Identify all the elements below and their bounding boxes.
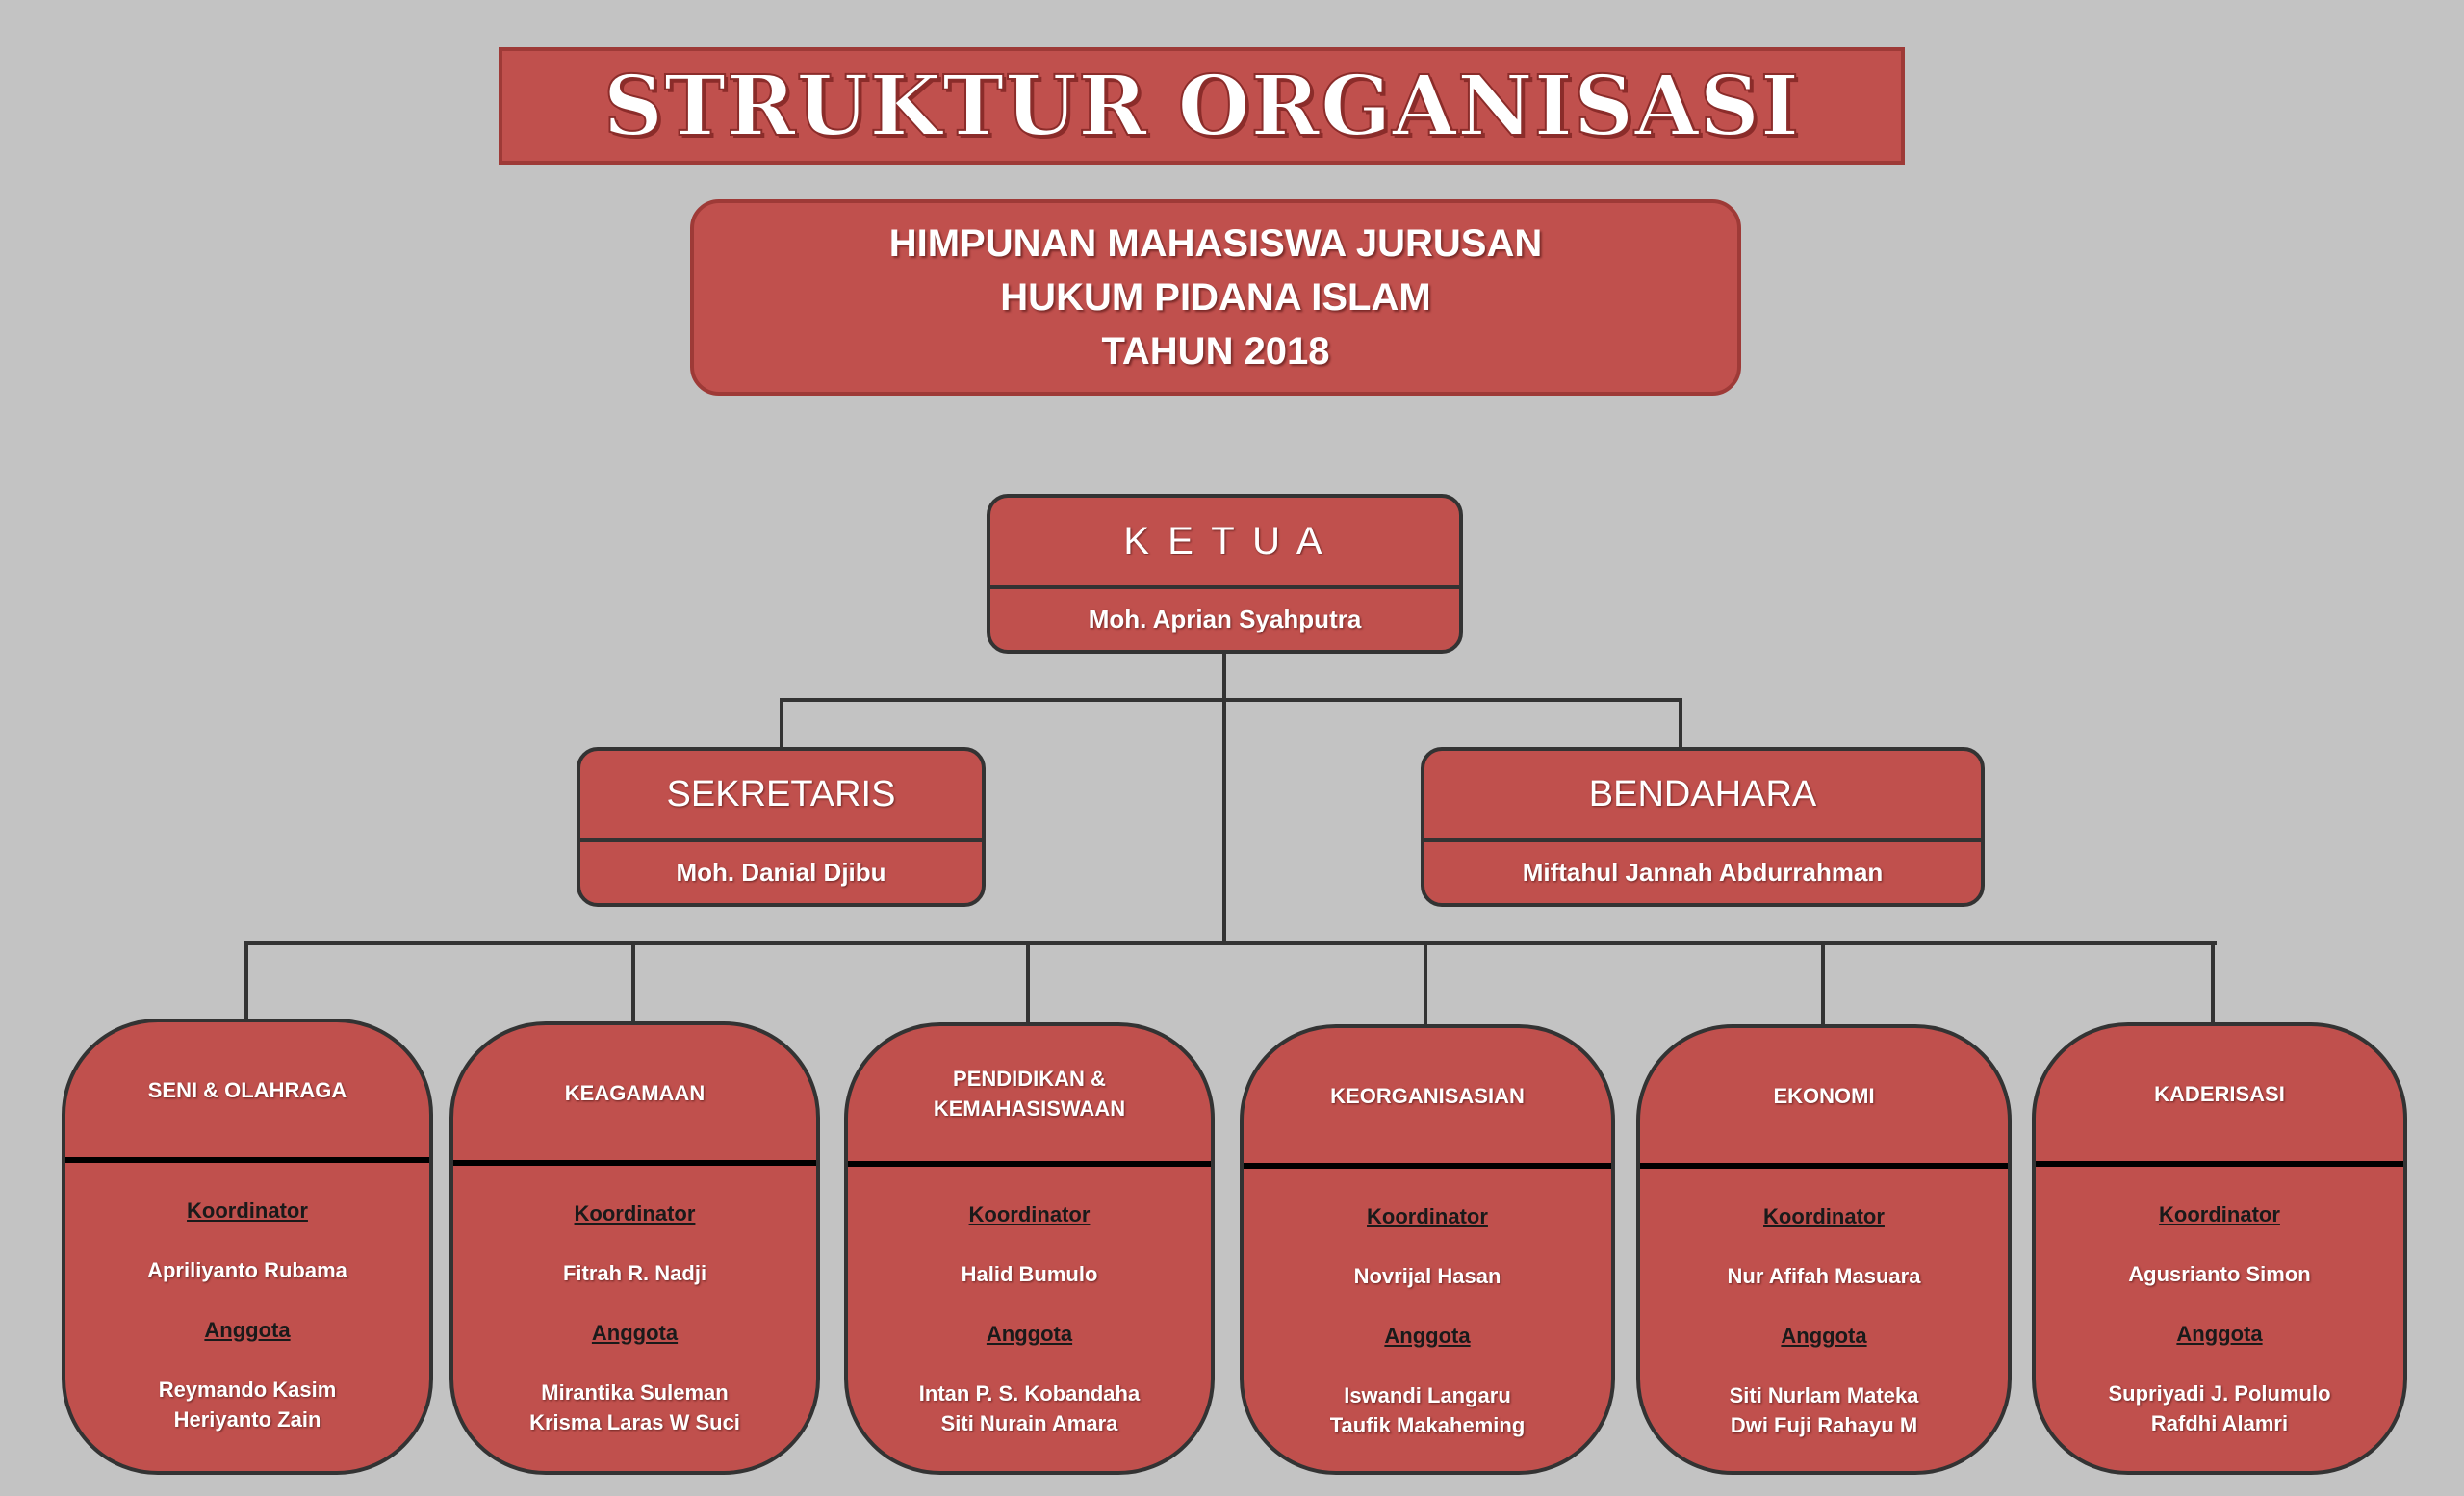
- connector-line: [780, 698, 783, 748]
- koordinator-name: Fitrah R. Nadji: [562, 1261, 707, 1285]
- anggota-name: Heriyanto Zain: [173, 1407, 321, 1432]
- koordinator-name: Halid Bumulo: [961, 1262, 1098, 1286]
- anggota-name: Dwi Fuji Rahayu M: [1730, 1413, 1918, 1437]
- division-box: PENDIDIKAN & KEMAHASISWAAN Koordinator H…: [844, 1022, 1215, 1475]
- koordinator-name: Agusrianto Simon: [2128, 1262, 2311, 1286]
- connector-line: [780, 698, 1682, 702]
- division-name: SENI & OLAHRAGA: [65, 1022, 429, 1163]
- koordinator-label: Koordinator: [2159, 1202, 2280, 1226]
- koordinator-label: Koordinator: [574, 1201, 696, 1225]
- anggota-label: Anggota: [986, 1322, 1073, 1346]
- anggota-name: Krisma Laras W Suci: [529, 1410, 740, 1434]
- koordinator-name: Nur Afifah Masuara: [1727, 1264, 1921, 1288]
- sekretaris-box: SEKRETARIS Moh. Danial Djibu: [577, 747, 986, 907]
- connector-line: [244, 941, 2217, 945]
- anggota-label: Anggota: [1384, 1324, 1471, 1348]
- anggota-name: Siti Nurlam Mateka: [1729, 1383, 1919, 1407]
- ketua-role: K E T U A: [990, 498, 1459, 589]
- division-name: KEAGAMAAN: [453, 1025, 816, 1166]
- ketua-name: Moh. Aprian Syahputra: [1088, 605, 1362, 633]
- division-members: Koordinator Agusrianto Simon Anggota Sup…: [2036, 1167, 2403, 1471]
- organization-box: HIMPUNAN MAHASISWA JURUSAN HUKUM PIDANA …: [690, 199, 1741, 396]
- anggota-label: Anggota: [591, 1321, 679, 1345]
- anggota-name: Intan P. S. Kobandaha: [918, 1381, 1141, 1406]
- subtitle-line: HIMPUNAN MAHASISWA JURUSAN: [888, 222, 1543, 265]
- anggota-label: Anggota: [204, 1318, 291, 1342]
- connector-line: [1679, 698, 1682, 748]
- division-box: SENI & OLAHRAGA Koordinator Apriliyanto …: [62, 1019, 433, 1475]
- sekretaris-name: Moh. Danial Djibu: [676, 858, 886, 887]
- bendahara-box: BENDAHARA Miftahul Jannah Abdurrahman: [1421, 747, 1985, 907]
- bendahara-role: BENDAHARA: [1424, 751, 1981, 842]
- connector-line: [1026, 941, 1030, 1022]
- connector-line: [1424, 941, 1427, 1024]
- anggota-name: Mirantika Suleman: [541, 1380, 729, 1405]
- subtitle-line: HUKUM PIDANA ISLAM: [1000, 276, 1431, 319]
- division-members: Koordinator Nur Afifah Masuara Anggota S…: [1640, 1169, 2008, 1471]
- division-members: Koordinator Halid Bumulo Anggota Intan P…: [848, 1167, 1211, 1471]
- bendahara-name: Miftahul Jannah Abdurrahman: [1522, 858, 1884, 887]
- ketua-box: K E T U A Moh. Aprian Syahputra: [987, 494, 1463, 654]
- koordinator-name: Apriliyanto Rubama: [147, 1258, 347, 1282]
- connector-line: [631, 941, 635, 1022]
- koordinator-label: Koordinator: [187, 1199, 308, 1223]
- division-name: KADERISASI: [2036, 1026, 2403, 1167]
- connector-line: [244, 941, 248, 1020]
- anggota-label: Anggota: [1781, 1324, 1867, 1348]
- division-box: KEAGAMAAN Koordinator Fitrah R. Nadji An…: [449, 1021, 820, 1475]
- connector-line: [2211, 941, 2215, 1022]
- connector-line: [1821, 941, 1825, 1024]
- anggota-name: Taufik Makaheming: [1329, 1413, 1526, 1437]
- division-name: EKONOMI: [1640, 1028, 2008, 1169]
- sekretaris-role: SEKRETARIS: [580, 751, 982, 842]
- title-banner: STRUKTUR ORGANISASI: [499, 47, 1905, 165]
- anggota-label: Anggota: [2176, 1322, 2263, 1346]
- anggota-name: Supriyadi J. Polumulo: [2108, 1381, 2331, 1406]
- anggota-name: Iswandi Langaru: [1344, 1383, 1511, 1407]
- subtitle-line: TAHUN 2018: [1101, 330, 1330, 373]
- koordinator-name: Novrijal Hasan: [1353, 1264, 1502, 1288]
- anggota-name: Siti Nurain Amara: [940, 1411, 1118, 1435]
- division-box: KEORGANISASIAN Koordinator Novrijal Hasa…: [1240, 1024, 1615, 1475]
- division-members: Koordinator Fitrah R. Nadji Anggota Mira…: [453, 1166, 816, 1471]
- division-box: KADERISASI Koordinator Agusrianto Simon …: [2032, 1022, 2407, 1475]
- anggota-name: Reymando Kasim: [158, 1378, 337, 1402]
- page-title: STRUKTUR ORGANISASI: [603, 57, 1801, 156]
- division-members: Koordinator Apriliyanto Rubama Anggota R…: [65, 1163, 429, 1471]
- connector-line: [1222, 654, 1226, 945]
- koordinator-label: Koordinator: [1763, 1204, 1885, 1228]
- division-name: KEORGANISASIAN: [1244, 1028, 1611, 1169]
- koordinator-label: Koordinator: [968, 1202, 1091, 1226]
- division-members: Koordinator Novrijal Hasan Anggota Iswan…: [1244, 1169, 1611, 1471]
- anggota-name: Rafdhi Alamri: [2150, 1411, 2289, 1435]
- division-box: EKONOMI Koordinator Nur Afifah Masuara A…: [1636, 1024, 2012, 1475]
- division-name: PENDIDIKAN & KEMAHASISWAAN: [848, 1026, 1211, 1167]
- koordinator-label: Koordinator: [1367, 1204, 1488, 1228]
